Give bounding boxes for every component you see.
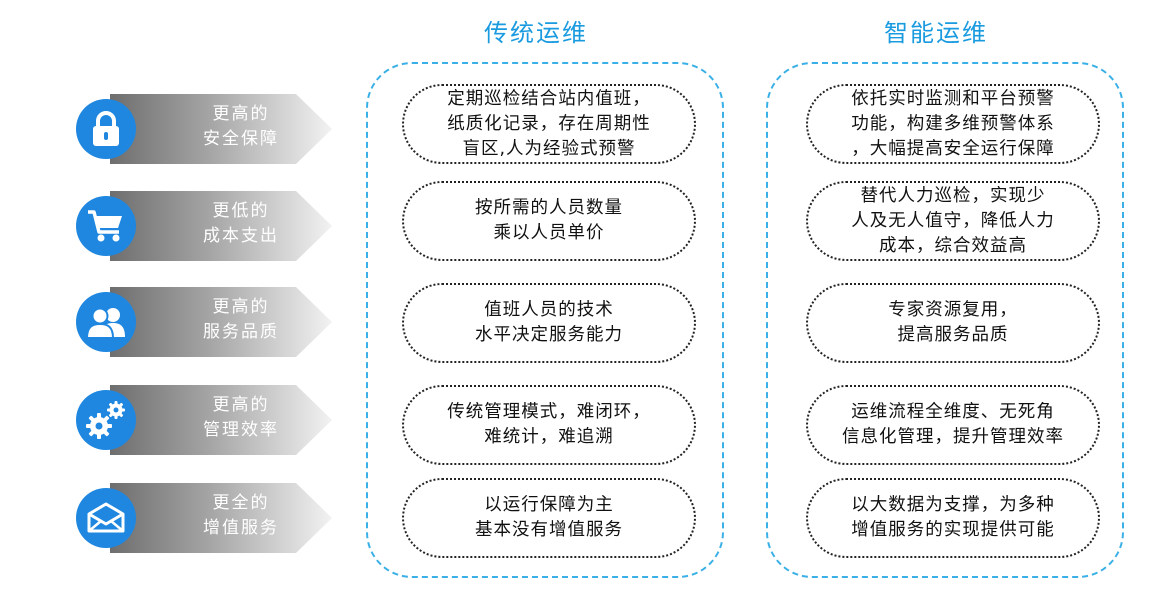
- row-arrow: [110, 191, 332, 261]
- cell-line: 盲区,人为经验式预警: [462, 138, 636, 159]
- cell-line: 传统管理模式，难闭环，: [447, 402, 651, 422]
- row-label-line2: 服务品质: [203, 322, 279, 342]
- cell-line: 增值服务的实现提供可能: [851, 520, 1055, 540]
- cell-line: 提高服务品质: [897, 325, 1009, 345]
- users-icon: [76, 292, 136, 352]
- cell-line: 信息化管理，提升管理效率: [842, 427, 1064, 447]
- smart-panel: [766, 62, 1124, 578]
- envelope-icon: [76, 488, 136, 548]
- lock-icon: [76, 99, 136, 159]
- cell-line: 难统计，难追溯: [484, 427, 614, 447]
- traditional-cell: 值班人员的技术 水平决定服务能力: [402, 283, 696, 363]
- traditional-cell: 以运行保障为主 基本没有增值服务: [402, 478, 696, 558]
- gears-icon: [76, 390, 136, 450]
- cell-line: 人及无人值守，降低人力: [851, 210, 1055, 231]
- cell-line: 功能，构建多维预警体系: [851, 113, 1055, 134]
- row-label-line1: 更高的: [212, 395, 270, 415]
- smart-cell: 运维流程全维度、无死角 信息化管理，提升管理效率: [806, 385, 1100, 465]
- smart-cell: 替代人力巡检，实现少 人及无人值守，降低人力 成本，综合效益高: [806, 181, 1100, 261]
- cell-line: 纸质化记录，存在周期性: [447, 113, 651, 134]
- cell-line: 乘以人员单价: [493, 223, 605, 243]
- smart-cell: 专家资源复用， 提高服务品质: [806, 283, 1100, 363]
- cell-line: 值班人员的技术: [484, 300, 614, 320]
- row-arrow: [110, 483, 332, 553]
- row-cost: 更低的 成本支出: [76, 183, 336, 269]
- row-management-efficiency: 更高的 管理效率: [76, 377, 336, 463]
- cell-line: 以运行保障为主: [484, 495, 614, 515]
- row-label-line2: 安全保障: [203, 129, 279, 149]
- smart-cell: 依托实时监测和平台预警 功能，构建多维预警体系 ，大幅提高安全运行保障: [806, 84, 1100, 164]
- row-arrow: [110, 94, 332, 164]
- traditional-cell: 按所需的人员数量 乘以人员单价: [402, 181, 696, 261]
- row-safety: 更高的 安全保障: [76, 86, 336, 172]
- row-label: 更高的 管理效率: [176, 393, 306, 443]
- cell-line: 以大数据为支撑，为多种: [851, 495, 1055, 515]
- row-label: 更高的 服务品质: [176, 295, 306, 345]
- row-label: 更高的 安全保障: [176, 102, 306, 152]
- traditional-panel: [366, 62, 724, 578]
- row-arrow: [110, 287, 332, 357]
- row-service-quality: 更高的 服务品质: [76, 279, 336, 365]
- row-label-line2: 成本支出: [203, 226, 279, 246]
- smart-cell: 以大数据为支撑，为多种 增值服务的实现提供可能: [806, 478, 1100, 558]
- row-label: 更全的 增值服务: [176, 491, 306, 541]
- cell-line: 按所需的人员数量: [475, 198, 623, 218]
- cell-line: ，大幅提高安全运行保障: [851, 138, 1055, 159]
- row-label-line2: 管理效率: [203, 420, 279, 440]
- cell-line: 替代人力巡检，实现少: [860, 185, 1046, 206]
- row-arrow: [110, 385, 332, 455]
- row-label: 更低的 成本支出: [176, 199, 306, 249]
- row-label-line1: 更高的: [212, 297, 270, 317]
- row-label-line1: 更全的: [212, 493, 270, 513]
- row-label-line1: 更低的: [212, 201, 270, 221]
- cell-line: 水平决定服务能力: [475, 325, 623, 345]
- traditional-cell: 定期巡检结合站内值班， 纸质化记录，存在周期性 盲区,人为经验式预警: [402, 84, 696, 164]
- shopping-cart-icon: [76, 196, 136, 256]
- row-value-added: 更全的 增值服务: [76, 475, 336, 561]
- row-label-line1: 更高的: [212, 104, 270, 124]
- traditional-title: 传统运维: [484, 19, 588, 47]
- smart-title: 智能运维: [884, 19, 988, 47]
- cell-line: 依托实时监测和平台预警: [851, 88, 1055, 109]
- row-label-line2: 增值服务: [203, 518, 279, 538]
- cell-line: 成本，综合效益高: [879, 235, 1027, 256]
- cell-line: 专家资源复用，: [888, 300, 1018, 320]
- cell-line: 定期巡检结合站内值班，: [447, 88, 651, 109]
- cell-line: 运维流程全维度、无死角: [851, 402, 1055, 422]
- cell-line: 基本没有增值服务: [475, 520, 623, 540]
- traditional-cell: 传统管理模式，难闭环， 难统计，难追溯: [402, 385, 696, 465]
